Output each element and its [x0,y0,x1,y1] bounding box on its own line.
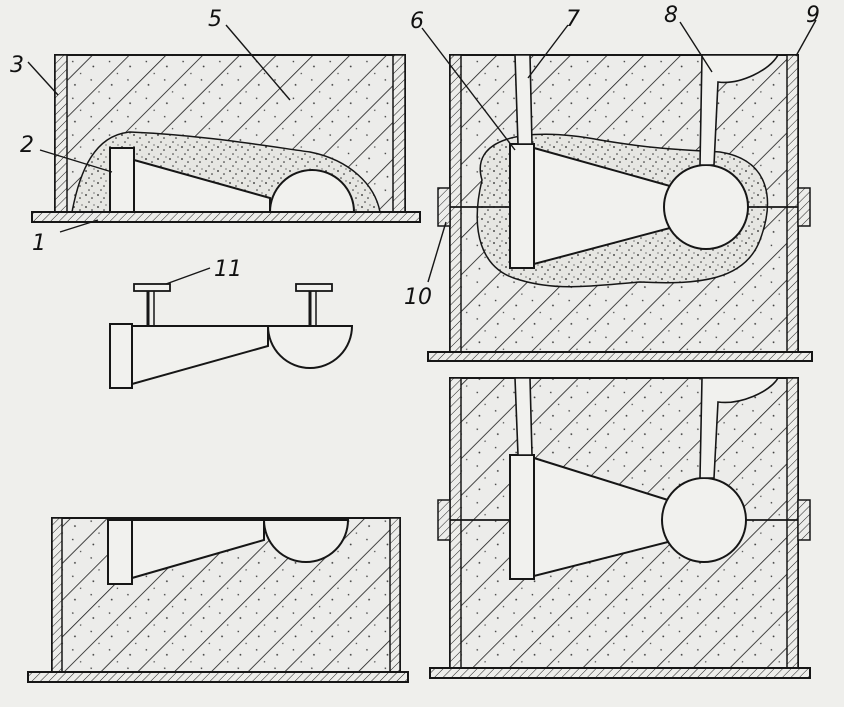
top-left-mold [31,54,421,223]
label-7: 7 [566,7,580,32]
tr-pattern-flange [509,143,535,269]
br-cavity-flange [509,454,535,580]
split-pattern-flange [109,323,133,389]
leader-8 [679,21,713,73]
dowel-head-right [295,283,333,292]
label-11: 11 [214,257,242,282]
split-pattern [109,283,354,389]
top-right-mold [427,54,813,362]
tr-flask-wall-left [449,54,462,354]
flask-wall-left [54,54,68,214]
leader-lines [27,19,817,285]
leader-7 [527,24,569,79]
label-10: 10 [404,285,432,310]
flask-wall-right [392,54,406,214]
br-locating-pin-left [437,499,451,541]
label-5: 5 [208,7,222,32]
bl-bottom-plate [27,671,409,683]
label-6: 6 [410,9,424,34]
bl-flask-wall-left [51,517,63,673]
tr-vent-7 [514,54,533,145]
leader-5 [225,24,291,101]
bl-pattern-cone [131,519,265,580]
leader-3 [27,61,59,96]
label-9: 9 [806,3,820,28]
pattern-ball [268,169,356,213]
part-labels: 1 2 3 5 6 7 8 9 10 11 [10,3,820,310]
tr-pattern-ball [663,164,749,250]
pattern-plate [31,211,421,223]
br-locating-pin-right [797,499,811,541]
bl-pattern-ball [262,519,350,563]
leader-2 [39,149,113,173]
dowel-head-left [133,283,171,292]
leader-10 [427,221,447,283]
bottom-left-mold [27,517,409,683]
br-sprue [699,377,780,479]
label-8: 8 [664,3,678,28]
label-2: 2 [20,133,34,158]
tr-bottom-plate [427,351,813,362]
br-flask-wall-right [786,377,799,669]
br-vent [514,377,533,456]
leader-1 [59,219,99,233]
bl-pattern-flange [107,519,133,585]
leader-6 [421,27,516,151]
bottom-right-mold [429,377,811,679]
bl-flask-wall-right [389,517,401,673]
tr-flask-wall-right [786,54,799,354]
label-3: 3 [10,53,24,78]
split-pattern-ball [266,325,354,369]
br-flask-wall-left [449,377,462,669]
pattern-flange [109,147,135,213]
leader-11 [165,267,211,285]
split-pattern-cone [131,325,269,386]
br-cavity-ball [661,477,747,563]
leader-9 [795,19,817,57]
tr-locating-pin-left [437,187,451,227]
br-bottom-plate [429,667,811,679]
tr-locating-pin-right [797,187,811,227]
label-1: 1 [32,231,46,256]
